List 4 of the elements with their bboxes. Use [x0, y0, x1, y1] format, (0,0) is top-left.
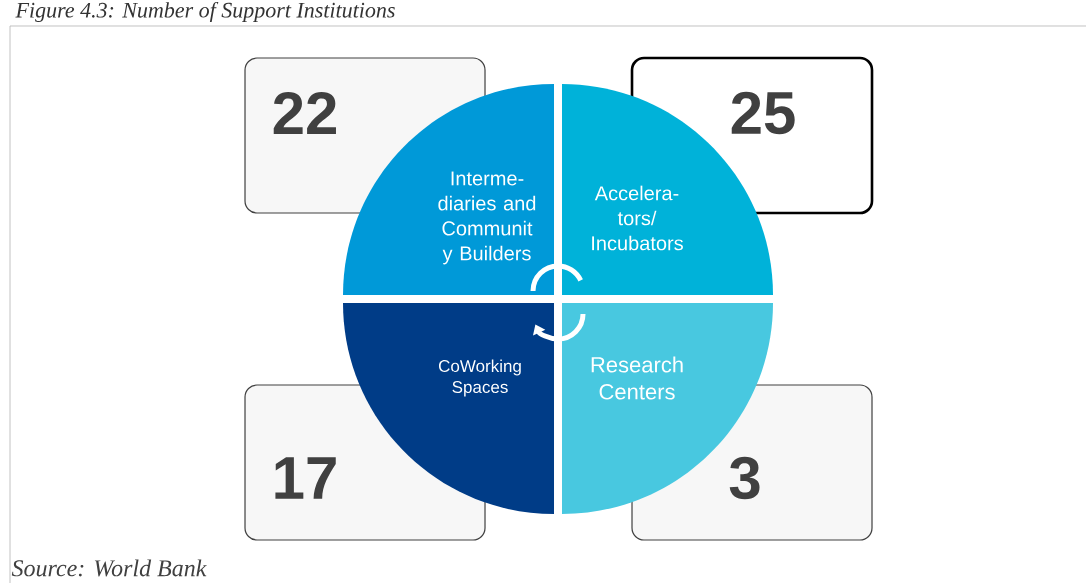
quadrant-segment: Interme- diaries and Communit y Builders [343, 84, 554, 295]
figure-caption: Source: World Bank [11, 559, 207, 577]
quadrant-segment: CoWorking Spaces [343, 303, 554, 514]
figure-title: Figure 4.3: Number of Support Institutions [15, 1, 395, 23]
